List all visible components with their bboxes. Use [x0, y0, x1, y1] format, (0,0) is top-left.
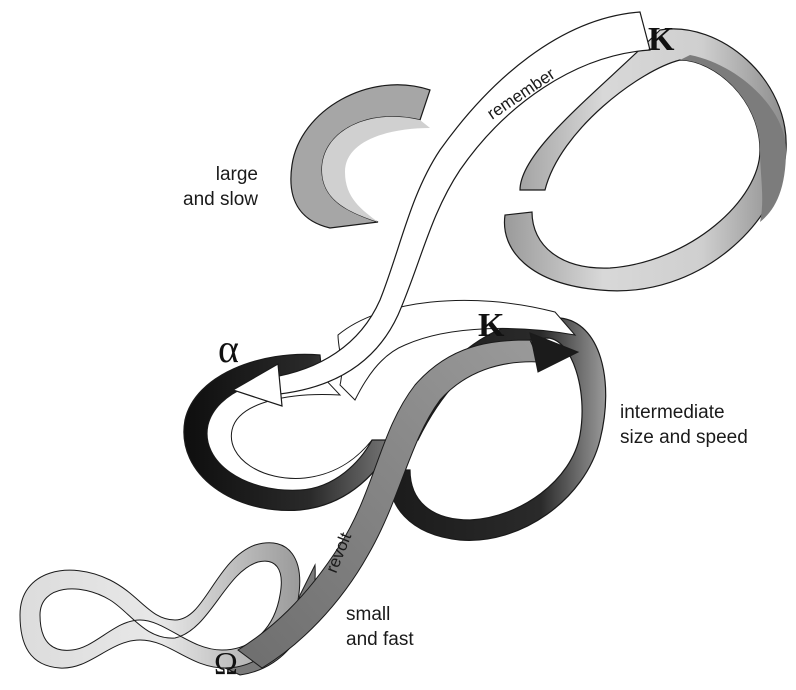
remember-arrow-head	[231, 363, 283, 407]
large-label: large	[216, 164, 258, 185]
intermediate-right-top	[337, 299, 577, 401]
omega-symbol: Ω	[214, 645, 238, 681]
and-slow-label: and slow	[183, 189, 258, 210]
small-label: small	[346, 604, 390, 625]
size-speed-label: size and speed	[620, 427, 748, 448]
and-fast-label: and fast	[346, 629, 414, 650]
large-loop-left-inner	[322, 116, 430, 222]
large-loop-left-lobe	[290, 84, 431, 229]
revolt-arrow	[237, 332, 580, 669]
large-slow-loop	[290, 28, 787, 292]
small-loop-band	[19, 542, 301, 669]
revolt-arrow-head	[529, 332, 580, 373]
intermediate-label: intermediate	[620, 402, 725, 423]
remember-arrow	[231, 11, 651, 407]
k-top-symbol: K	[648, 21, 675, 58]
large-loop-right-fold	[680, 55, 786, 222]
k-mid-symbol: K	[478, 307, 505, 344]
alpha-symbol: α	[218, 326, 239, 371]
